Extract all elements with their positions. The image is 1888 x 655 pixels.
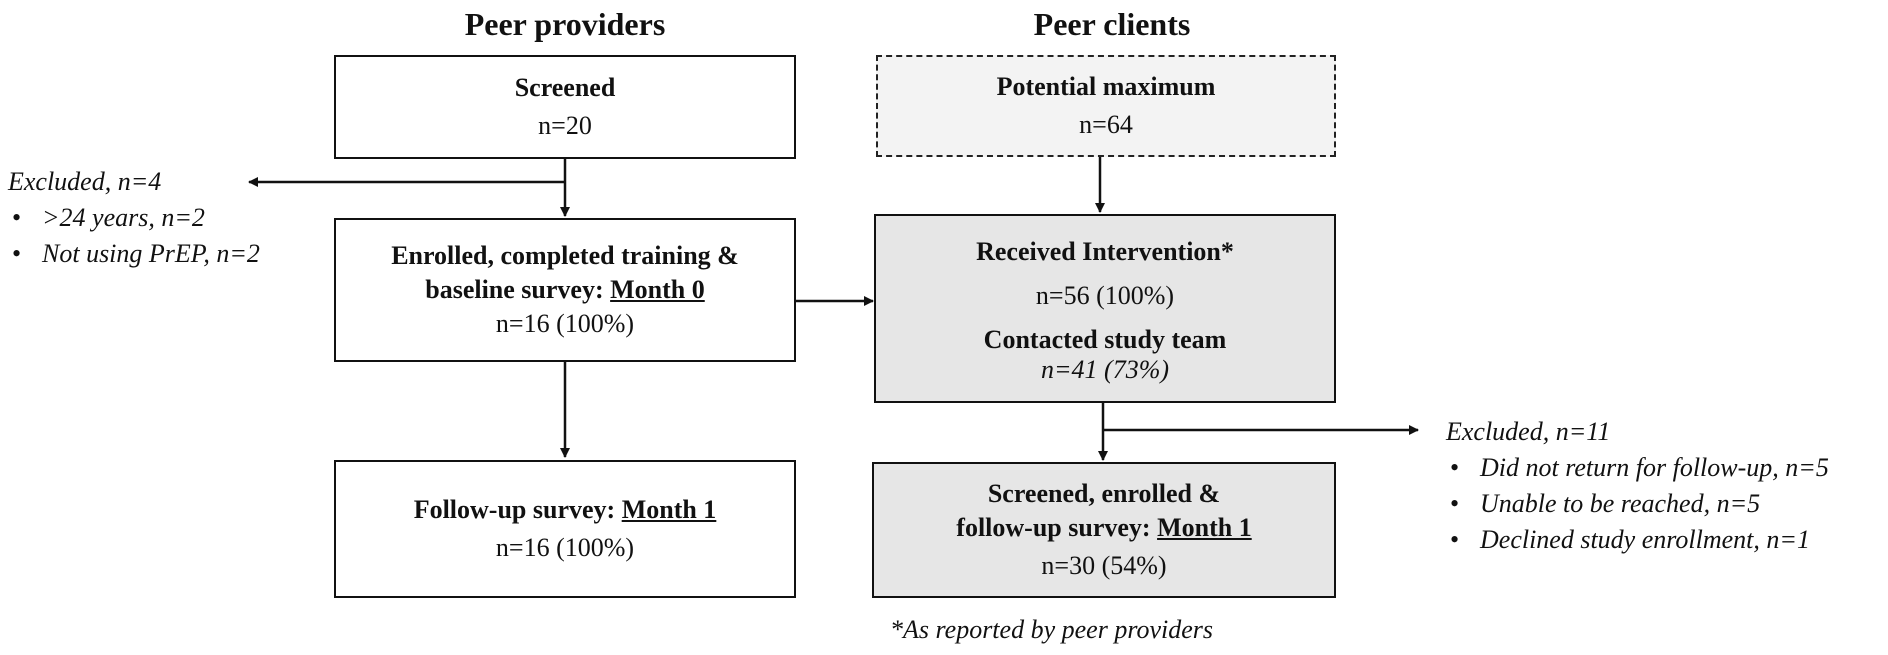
clients-excluded: Excluded, n=11 Did not return for follow… (1446, 414, 1829, 558)
clients-screened-title-prefix: follow-up survey: (956, 513, 1158, 542)
providers-followup-title: Follow-up survey: Month 1 (414, 493, 717, 527)
providers-screened-title: Screened (514, 73, 616, 102)
list-item: >24 years, n=2 (8, 200, 260, 236)
clients-contacted-title: Contacted study team (983, 324, 1227, 354)
clients-screened-title-line1: Screened, enrolled & (987, 479, 1221, 508)
list-item: Declined study enrollment, n=1 (1446, 522, 1829, 558)
clients-screened-month: Month 1 (1157, 513, 1252, 542)
providers-excluded: Excluded, n=4 >24 years, n=2 Not using P… (8, 164, 260, 272)
clients-received-title: Received Intervention* (976, 236, 1234, 266)
box-clients-screened-enrolled: Screened, enrolled & follow-up survey: M… (872, 462, 1336, 598)
providers-enrolled-title-prefix: baseline survey: (425, 275, 611, 304)
box-providers-followup: Follow-up survey: Month 1 n=16 (100%) (334, 460, 796, 598)
clients-screened-n: n=30 (54%) (1041, 551, 1167, 580)
providers-followup-n: n=16 (100%) (495, 533, 635, 562)
clients-potential-title: Potential maximum (996, 72, 1216, 101)
clients-potential-n: n=64 (1079, 110, 1133, 139)
box-clients-received-intervention: Received Intervention* n=56 (100%) Conta… (874, 214, 1336, 403)
clients-contacted-n: n=41 (73%) (1040, 354, 1170, 384)
list-item: Unable to be reached, n=5 (1446, 486, 1829, 522)
providers-followup-title-prefix: Follow-up survey: (413, 495, 622, 524)
list-item: Not using PrEP, n=2 (8, 236, 260, 272)
header-peer-providers: Peer providers (464, 6, 666, 42)
clients-received-n: n=56 (100%) (1035, 280, 1175, 310)
box-providers-screened: Screened n=20 (334, 55, 796, 159)
clients-excluded-title: Excluded, n=11 (1446, 417, 1611, 446)
clients-excluded-list: Did not return for follow-up, n=5 Unable… (1446, 450, 1829, 558)
providers-excluded-list: >24 years, n=2 Not using PrEP, n=2 (8, 200, 260, 272)
header-peer-clients: Peer clients (1033, 6, 1191, 42)
providers-enrolled-title-line2: baseline survey: Month 0 (425, 273, 705, 307)
providers-enrolled-month: Month 0 (610, 275, 705, 304)
providers-enrolled-n: n=16 (100%) (495, 309, 635, 338)
providers-enrolled-title-line1: Enrolled, completed training & (391, 241, 739, 270)
providers-excluded-title: Excluded, n=4 (8, 167, 162, 196)
box-clients-potential-maximum: Potential maximum n=64 (876, 55, 1336, 157)
providers-followup-month: Month 1 (621, 495, 717, 524)
clients-screened-title-line2: follow-up survey: Month 1 (956, 511, 1251, 545)
box-providers-enrolled: Enrolled, completed training & baseline … (334, 218, 796, 362)
list-item: Did not return for follow-up, n=5 (1446, 450, 1829, 486)
providers-screened-n: n=20 (538, 111, 592, 140)
footnote: *As reported by peer providers (890, 615, 1214, 644)
